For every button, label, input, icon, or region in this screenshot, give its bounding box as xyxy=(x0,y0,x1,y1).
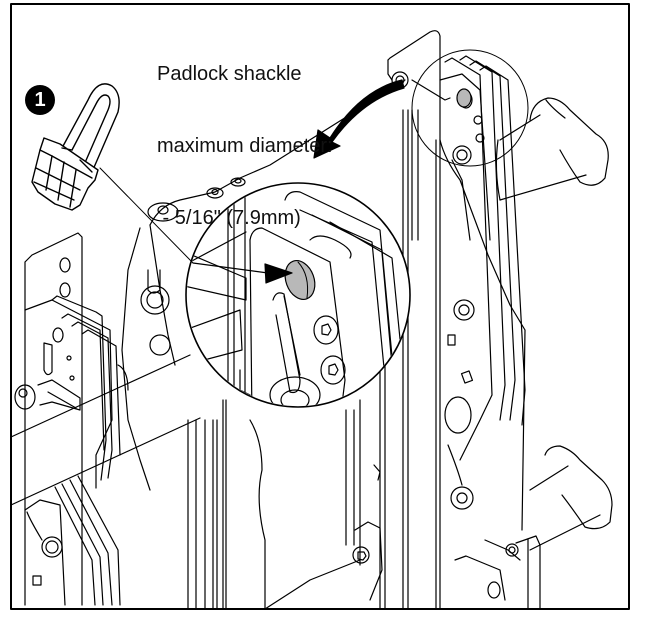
right-rails xyxy=(345,109,441,610)
caption-line-3: - 5/16" (7.9mm) xyxy=(157,207,301,229)
caption-line-2: maximum diameter: xyxy=(157,135,333,157)
caption-line-1: Padlock shackle xyxy=(157,63,302,85)
step-number-badge: 1 xyxy=(25,85,55,115)
leader-line xyxy=(99,167,194,264)
left-bracket xyxy=(10,232,201,606)
detail-source-circle xyxy=(411,49,529,167)
pointer-line xyxy=(192,262,269,274)
center-plate xyxy=(121,79,406,610)
pointer-arrowhead xyxy=(264,263,293,284)
figure-frame xyxy=(10,3,630,610)
padlock-icon xyxy=(31,83,120,211)
magnified-detail xyxy=(185,182,411,408)
curved-arrow xyxy=(313,79,405,159)
right-bracket xyxy=(387,30,613,610)
caption: Padlock shackle maximum diameter: - 5/16… xyxy=(157,14,333,278)
small-padlock-hole xyxy=(456,88,472,108)
